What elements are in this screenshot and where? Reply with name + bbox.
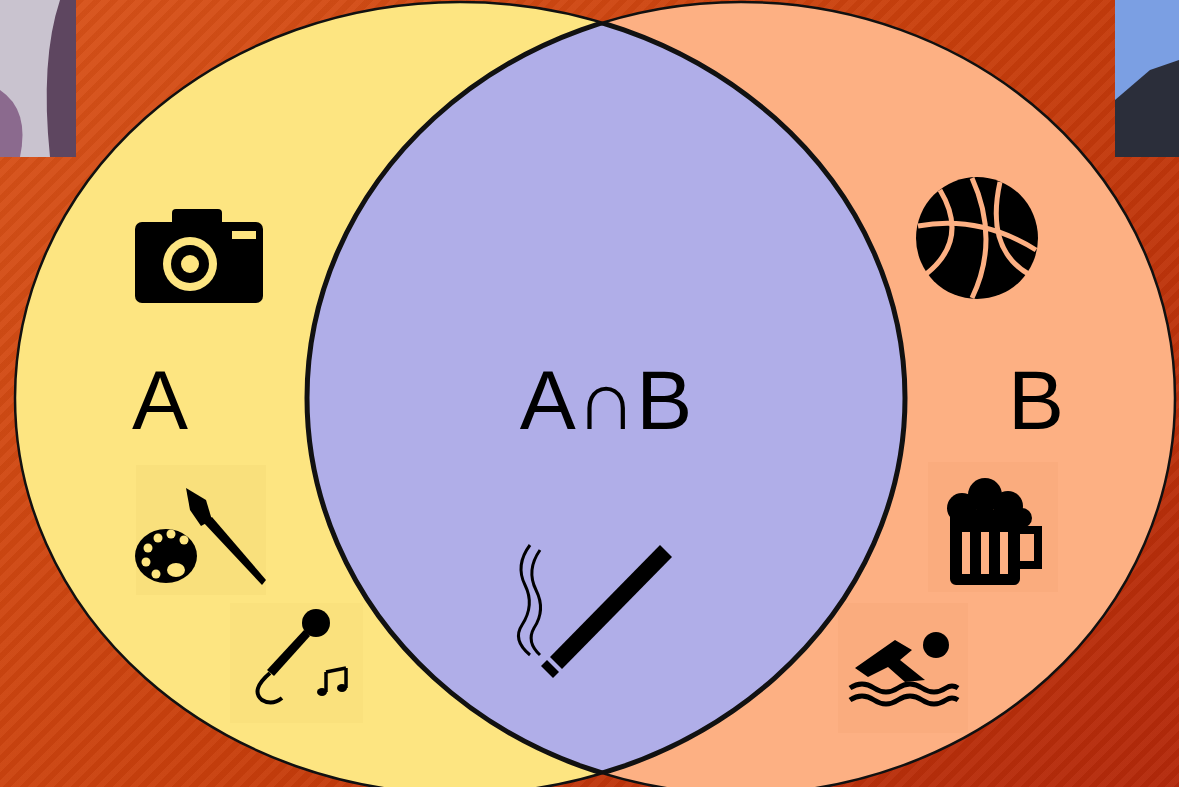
photo-right-detail [1115, 60, 1179, 157]
set-label: A∩B [520, 358, 692, 442]
beer-icon [928, 462, 1058, 592]
photo-left-detail [0, 90, 23, 157]
photo-right [1115, 0, 1179, 157]
intersection-lens: A∩B [307, 33, 905, 765]
basketball-icon [916, 177, 1038, 299]
set-label: A [132, 358, 188, 442]
photo-left-detail [0, 0, 60, 157]
set-label: B [1008, 358, 1064, 442]
microphone-icon [230, 603, 363, 723]
set-label-holder: A∩B [520, 358, 692, 442]
photo-left [0, 0, 76, 157]
cigarette-icon [518, 545, 672, 678]
set-label-holder: B [1008, 358, 1064, 442]
swimmer-icon [838, 603, 968, 733]
set-label-holder: A [132, 358, 188, 442]
camera-icon [135, 209, 263, 303]
palette-icon [135, 465, 266, 595]
